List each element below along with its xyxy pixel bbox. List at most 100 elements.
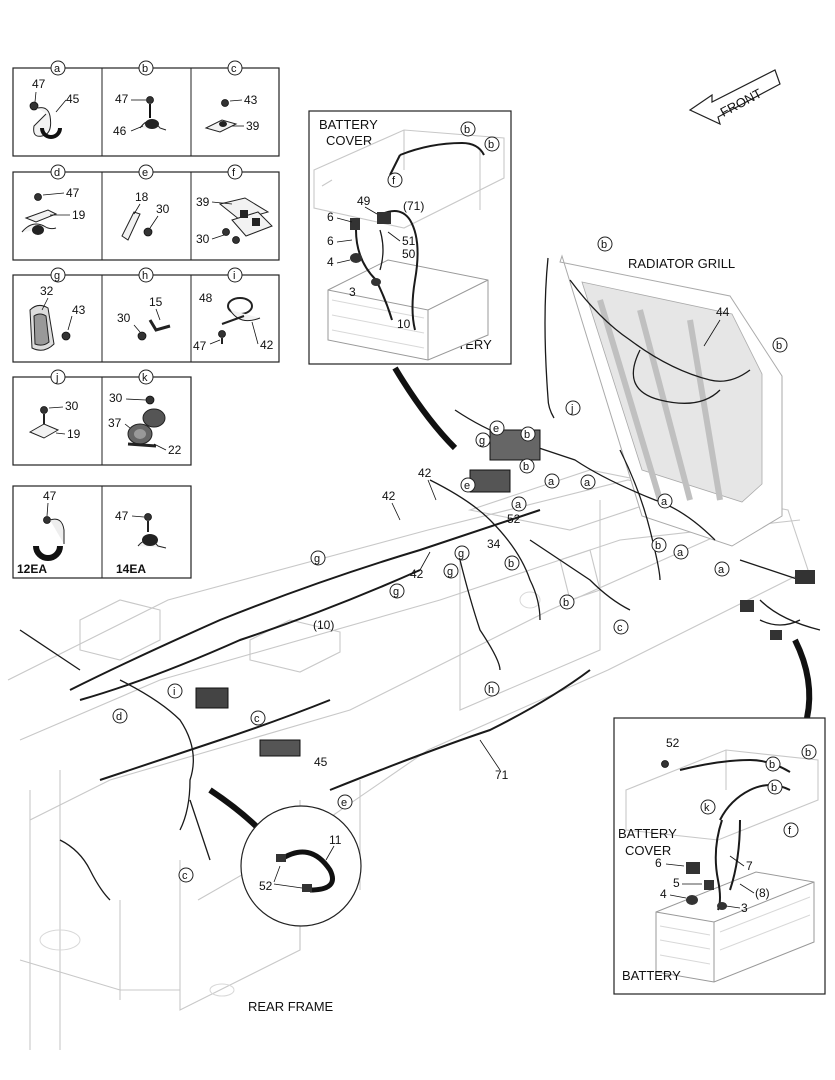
clamp-box: 47 12EA 47 14EA [17, 489, 167, 576]
svg-text:a: a [677, 547, 684, 559]
battery-label-2: BATTERY [622, 968, 681, 983]
svg-text:42: 42 [260, 338, 274, 352]
svg-text:6: 6 [327, 210, 334, 224]
detail-j: j 30 19 [28, 369, 81, 441]
svg-text:10: 10 [397, 317, 411, 331]
svg-text:a: a [548, 476, 555, 488]
detail-d-letter: d [54, 167, 60, 179]
clamp-12ea: 12EA [17, 562, 47, 576]
svg-text:47: 47 [43, 489, 57, 503]
svg-text:11: 11 [329, 833, 342, 847]
svg-text:b: b [776, 340, 782, 352]
svg-text:30: 30 [156, 202, 170, 216]
main-circle-b7: b [559, 594, 575, 610]
svg-text:34: 34 [487, 537, 501, 551]
svg-text:18: 18 [135, 190, 149, 204]
svg-text:g: g [479, 435, 485, 447]
detail-b-letter: b [142, 63, 148, 75]
main-circle-g4: g [310, 550, 326, 566]
cable-inset: 11 52 [240, 805, 362, 927]
battery-cover-title-2: COVER [326, 133, 372, 148]
main-circle-j: j [565, 400, 581, 416]
detail-h: h 15 30 [117, 267, 171, 341]
detail-i-letter: i [233, 270, 235, 282]
main-circle-b2: b [772, 337, 788, 353]
svg-text:i: i [173, 686, 175, 698]
svg-text:h: h [488, 684, 494, 696]
svg-text:19: 19 [67, 427, 81, 441]
battery-inset: BATTERY COVER BATTERY b b f 49 6 6 4 3 (… [308, 110, 512, 365]
svg-text:49: 49 [357, 194, 371, 208]
rear-frame-label: REAR FRAME [248, 999, 334, 1014]
detail-k-letter: k [142, 372, 148, 384]
main-circle-c2: c [250, 710, 266, 726]
svg-text:3: 3 [741, 901, 748, 915]
svg-text:30: 30 [196, 232, 210, 246]
clamp-14ea: 14EA [116, 562, 146, 576]
detail-d: d 47 19 [21, 164, 86, 235]
svg-text:47: 47 [66, 186, 80, 200]
svg-text:a: a [515, 499, 522, 511]
detail-g: g 32 43 [29, 267, 86, 351]
svg-text:(8): (8) [755, 886, 770, 900]
main-circle-e1: e [489, 420, 505, 436]
svg-text:15: 15 [149, 295, 163, 309]
main-circle-b3: b [520, 426, 536, 442]
main-circle-g2: g [454, 545, 470, 561]
svg-text:51: 51 [402, 234, 416, 248]
svg-text:b: b [523, 461, 529, 473]
main-circle-h: h [484, 681, 500, 697]
svg-text:52: 52 [666, 736, 680, 750]
svg-text:k: k [704, 802, 710, 814]
svg-text:39: 39 [246, 119, 260, 133]
detail-h-letter: h [142, 270, 148, 282]
svg-text:b: b [524, 429, 530, 441]
main-illustration: RADIATOR GRILL REAR FRAME 44 42 42 42 52… [7, 236, 821, 1050]
svg-text:b: b [464, 124, 470, 136]
svg-text:42: 42 [410, 567, 424, 581]
svg-text:b: b [488, 139, 494, 151]
svg-text:b: b [771, 782, 777, 794]
svg-text:b: b [655, 540, 661, 552]
main-circle-i: i [167, 683, 183, 699]
svg-text:52: 52 [259, 879, 273, 893]
svg-text:6: 6 [655, 856, 662, 870]
svg-text:47: 47 [193, 339, 207, 353]
svg-text:a: a [584, 477, 591, 489]
main-circle-b6: b [504, 555, 520, 571]
inset2-circle-b2: b [767, 779, 783, 795]
svg-text:45: 45 [66, 92, 80, 106]
svg-text:48: 48 [199, 291, 213, 305]
svg-text:c: c [254, 713, 260, 725]
detail-g-letter: g [54, 270, 60, 282]
front-arrow: FRONT [688, 69, 781, 126]
main-circle-a6: a [714, 561, 730, 577]
inset2-circle-b1: b [765, 756, 781, 772]
svg-text:30: 30 [117, 311, 131, 325]
main-circle-e2: e [460, 477, 476, 493]
main-circle-g1: g [475, 432, 491, 448]
svg-text:g: g [393, 586, 399, 598]
svg-text:19: 19 [72, 208, 86, 222]
battery-cover-title-4: COVER [625, 843, 671, 858]
main-circle-b4: b [519, 458, 535, 474]
svg-text:30: 30 [65, 399, 79, 413]
inset2-circle-b3: b [801, 744, 817, 760]
svg-text:4: 4 [660, 887, 667, 901]
detail-i: i 48 47 42 [193, 267, 274, 353]
svg-text:b: b [508, 558, 514, 570]
svg-text:47: 47 [115, 509, 129, 523]
svg-text:d: d [116, 711, 122, 723]
svg-text:a: a [718, 564, 725, 576]
svg-text:e: e [341, 797, 347, 809]
svg-text:e: e [464, 480, 470, 492]
main-circle-a1: a [544, 473, 560, 489]
svg-text:f: f [392, 175, 396, 187]
svg-text:7: 7 [746, 859, 753, 873]
detail-f: f 39 30 [196, 164, 273, 246]
svg-text:j: j [570, 403, 573, 415]
svg-text:71: 71 [495, 768, 509, 782]
main-circle-g3: g [443, 563, 459, 579]
svg-text:4: 4 [327, 255, 334, 269]
